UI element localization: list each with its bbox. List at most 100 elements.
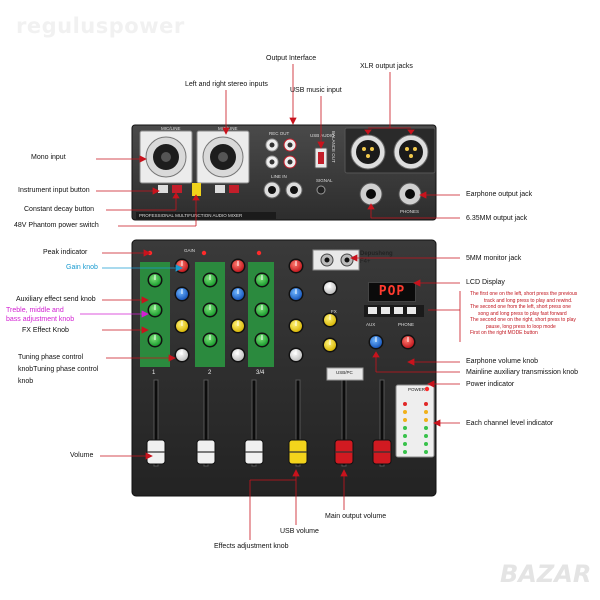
- channel-label-3: 3/4: [256, 370, 265, 376]
- phantom-switch: [192, 183, 201, 196]
- level-led-right: [424, 418, 428, 422]
- callout-treble-mid-bass-1: Treble, middle and: [6, 307, 64, 314]
- power-label: POWER: [408, 387, 426, 392]
- channel-fader-3[interactable]: [244, 379, 264, 467]
- eq-high-knob[interactable]: [288, 286, 304, 302]
- button-notes: The first one on the left, short press t…: [470, 291, 598, 337]
- eq-high-knob[interactable]: [230, 286, 246, 302]
- level-led-left: [403, 410, 407, 414]
- treble-knob[interactable]: [254, 332, 270, 348]
- pan-knob[interactable]: [230, 347, 246, 363]
- note-line: pause, long press to loop mode: [486, 323, 556, 330]
- peak-led: [201, 250, 207, 256]
- fx-param-knob[interactable]: [322, 312, 338, 328]
- callout-fx-effect-knob: FX Effect Knob: [22, 327, 69, 334]
- note-line: First on the right MODE button: [470, 330, 538, 336]
- gain-knob[interactable]: [288, 258, 304, 274]
- treble-knob[interactable]: [202, 332, 218, 348]
- play-button: [394, 307, 403, 314]
- channel-fader-2[interactable]: [196, 379, 216, 467]
- fx-send-knob[interactable]: [202, 302, 218, 318]
- aux-send-knob[interactable]: [254, 272, 270, 288]
- aux-label: AUX: [366, 322, 376, 327]
- mode-button: [407, 307, 416, 314]
- callout-mainline-aux-knob: Mainline auxiliary transmission knob: [466, 369, 579, 376]
- level-led-left: [403, 450, 407, 454]
- level-led-right: [424, 434, 428, 438]
- gain-knob[interactable]: [230, 258, 246, 274]
- pan-knob[interactable]: [174, 347, 190, 363]
- note-line: track and long press to play and rewind.: [484, 297, 573, 304]
- usb-pc-label: USB/PC: [336, 370, 353, 375]
- inst-button-1: [158, 185, 168, 193]
- level-led-left: [403, 402, 407, 406]
- callout-output-jack-635: 6.35MM output jack: [466, 215, 528, 222]
- signal-label: SIGNAL: [316, 178, 333, 183]
- watermark: reguluspower: [16, 14, 185, 38]
- callout-volume: Volume: [70, 452, 94, 459]
- note-line: The second one from the left, short pres…: [470, 304, 571, 310]
- fx-send-knob[interactable]: [147, 302, 163, 318]
- channel-label-1: 1: [152, 370, 156, 376]
- main-fader[interactable]: [372, 379, 392, 467]
- level-led-right: [424, 442, 428, 446]
- prev-button: [368, 307, 377, 314]
- level-led-left: [403, 426, 407, 430]
- fx-level-knob[interactable]: [322, 280, 338, 296]
- xlr-output-right: [393, 134, 429, 170]
- mic-line-label-1: MIC/LINE: [161, 126, 181, 131]
- callout-constant-decay-button: Constant decay button: [24, 206, 95, 213]
- callout-instrument-input-button: Instrument input button: [18, 187, 90, 194]
- combo-input-2: [196, 130, 250, 184]
- lcd-display: POP: [368, 282, 416, 302]
- fx-fader[interactable]: [288, 379, 308, 467]
- callout-tuning-phase-2: knobTuning phase control: [18, 366, 99, 373]
- callout-monitor-jack: 5MM monitor jack: [466, 255, 522, 262]
- callout-lcd-display: LCD Display: [466, 279, 505, 286]
- inst-button-2: [215, 185, 225, 193]
- pan-knob[interactable]: [288, 347, 304, 363]
- aux-send-knob[interactable]: [202, 272, 218, 288]
- panel-title: PROFESSIONAL MULTIFUNCTION AUDIO MIXER: [139, 213, 243, 218]
- pad-button-2: [229, 185, 239, 193]
- watermark-bottom: BAZAR: [500, 560, 592, 588]
- eq-mid-knob[interactable]: [288, 318, 304, 334]
- phone-label: PHONE: [398, 322, 415, 327]
- fx-send-knob[interactable]: [254, 302, 270, 318]
- eq-high-knob[interactable]: [174, 286, 190, 302]
- combo-input-1: [139, 130, 193, 184]
- note-line: song and long press to play fast forward: [478, 310, 567, 317]
- gain-label-1: GAIN: [184, 248, 196, 253]
- note-line: The first one on the left, short press t…: [470, 291, 578, 297]
- callout-gain-knob: Gain knob: [66, 264, 98, 271]
- peak-led: [256, 250, 262, 256]
- callout-effects-adjustment-knob: Effects adjustment knob: [214, 543, 289, 550]
- level-led-right: [424, 426, 428, 430]
- callout-tuning-phase-1: Tuning phase control: [18, 354, 84, 361]
- treble-knob[interactable]: [147, 332, 163, 348]
- aux-send-knob[interactable]: [147, 272, 163, 288]
- rca-jacks: [265, 138, 297, 169]
- callout-tuning-phase-3: knob: [18, 378, 34, 385]
- brand-name: Depusheng: [360, 251, 393, 257]
- fx-repeat-knob[interactable]: [322, 337, 338, 353]
- usb-fader[interactable]: [334, 379, 354, 467]
- level-led-right: [424, 450, 428, 454]
- phone-volume-knob[interactable]: [400, 334, 416, 350]
- callout-power-indicator: Power indicator: [466, 381, 515, 388]
- pad-button-1: [172, 185, 182, 193]
- callout-earphone-volume-knob: Earphone volume knob: [466, 358, 538, 365]
- channel-fader-1[interactable]: [146, 379, 166, 467]
- callout-stereo-inputs: Left and right stereo inputs: [185, 81, 268, 88]
- phones-label: PHONES: [400, 209, 420, 214]
- callout-channel-level-indicator: Each channel level indicator: [466, 420, 554, 427]
- level-led-right: [424, 410, 428, 414]
- level-led-left: [403, 418, 407, 422]
- aux-master-knob[interactable]: [368, 334, 384, 350]
- eq-mid-knob[interactable]: [174, 318, 190, 334]
- eq-mid-knob[interactable]: [230, 318, 246, 334]
- level-led-right: [424, 402, 428, 406]
- model-name: F4+: [360, 259, 371, 265]
